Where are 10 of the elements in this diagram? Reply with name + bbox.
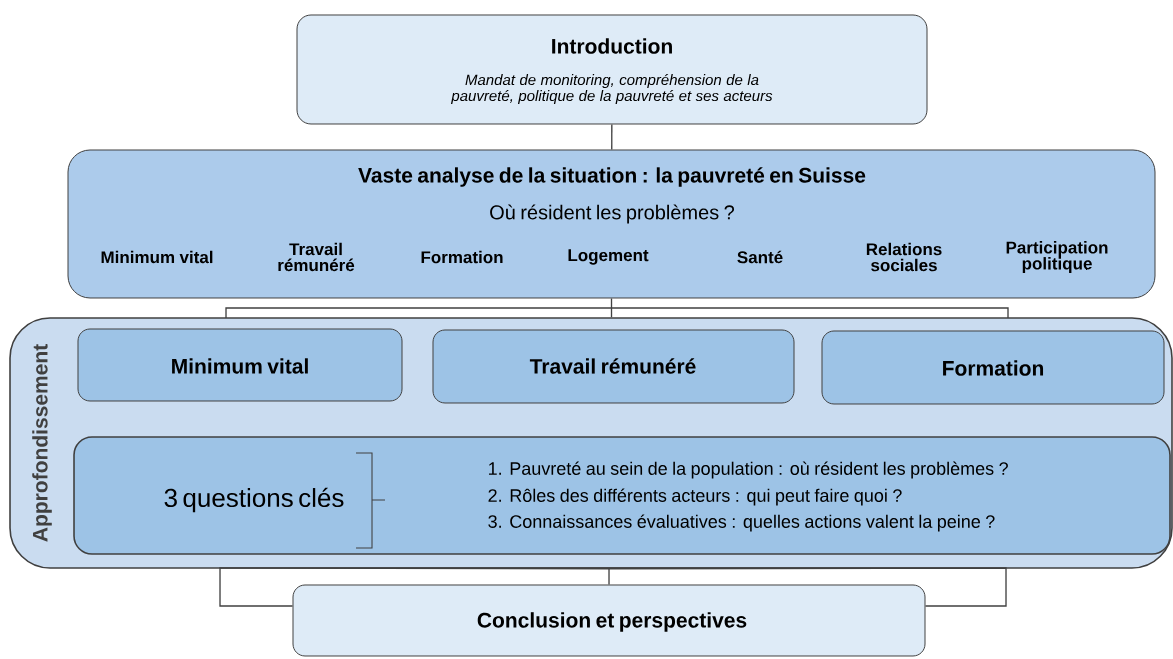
connector-line bbox=[225, 297, 1009, 319]
topic-box: Travail rémunéré bbox=[432, 329, 795, 404]
section-box: Introduction Mandat de monitoring, compréhension de la pauvreté, politique de la pauvreté et ses acteurs bbox=[296, 14, 928, 125]
topic-box: Formation bbox=[821, 330, 1165, 405]
questions-box: 3 questions clés 1. Pauvreté au sein de la population : où résident les problèmes ? 2. Rôles des différents acteurs : qui peut faire quoi ? 3. Connaissances évaluatives : quelles actions valent la peine ? bbox=[73, 436, 1171, 555]
section-box: Conclusion et perspectives bbox=[292, 584, 926, 657]
section-box: Vaste analyse de la situation : la pauvreté en Suisse Où résident les problèmes ? Minimum vital Travail rémunéré Formation Logement Santé Relations sociales Participation politique bbox=[67, 149, 1156, 299]
connector-line bbox=[611, 123, 613, 151]
topic-box: Minimum vital bbox=[77, 328, 403, 402]
connector-line bbox=[219, 567, 1007, 607]
